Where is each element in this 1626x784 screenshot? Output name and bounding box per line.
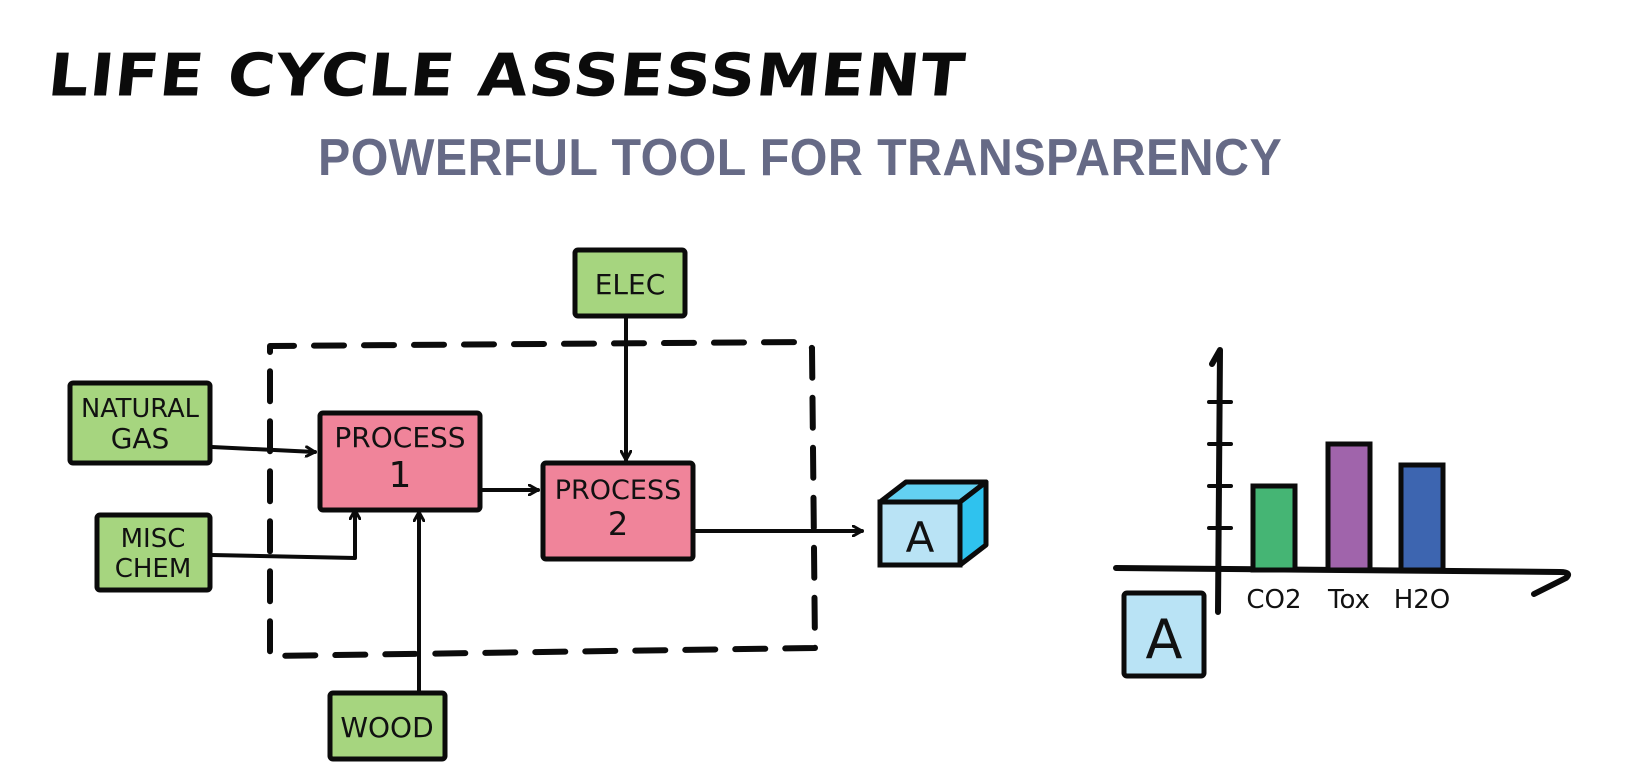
flow-arrows (210, 316, 864, 696)
process-2-label-line2: 2 (608, 505, 628, 543)
arrow-chem-to-process1 (210, 508, 355, 560)
product-cube: A (877, 479, 989, 568)
impact-chart-product-label: A (1146, 608, 1183, 671)
impact-chart-bars: CO2 Tox H2O (1246, 441, 1451, 615)
input-elec: ELEC (572, 247, 688, 319)
process-2: PROCESS 2 (540, 460, 696, 562)
impact-bar-co2 (1250, 483, 1298, 573)
impact-bar-h2o (1398, 462, 1446, 573)
process-1-label-line1: PROCESS (334, 421, 465, 454)
impact-bar-label-tox: Tox (1327, 585, 1370, 615)
input-natural-gas: NATURAL GAS (67, 380, 213, 466)
natural-gas-label-line2: GAS (111, 422, 170, 455)
impact-bar-tox (1325, 441, 1373, 573)
process-1: PROCESS 1 (317, 410, 483, 513)
process-2-label-line1: PROCESS (555, 475, 681, 506)
product-cube-label: A (906, 513, 935, 562)
input-misc-chem: MISC CHEM (94, 512, 213, 593)
impact-bar-label-h2o: H2O (1394, 585, 1451, 615)
elec-label: ELEC (595, 268, 666, 301)
input-wood: WOOD (327, 690, 448, 762)
wood-label: WOOD (340, 711, 433, 744)
impact-chart-y-axis (1209, 347, 1223, 615)
impact-chart-x-axis (1113, 565, 1571, 597)
page-subtitle: POWERFUL TOOL FOR TRANSPARENCY (318, 129, 1283, 187)
impact-chart-ticks (1207, 400, 1233, 530)
misc-chem-label-line1: MISC (121, 524, 186, 554)
process-1-label-line2: 1 (389, 455, 412, 496)
impact-chart: CO2 Tox H2O A (1113, 347, 1571, 679)
impact-bar-label-co2: CO2 (1246, 585, 1301, 615)
natural-gas-label-line1: NATURAL (81, 394, 199, 424)
system-boundary (267, 339, 818, 659)
misc-chem-label-line2: CHEM (115, 554, 192, 584)
arrow-gas-to-process1 (210, 445, 317, 452)
impact-chart-product-box: A (1121, 590, 1207, 679)
